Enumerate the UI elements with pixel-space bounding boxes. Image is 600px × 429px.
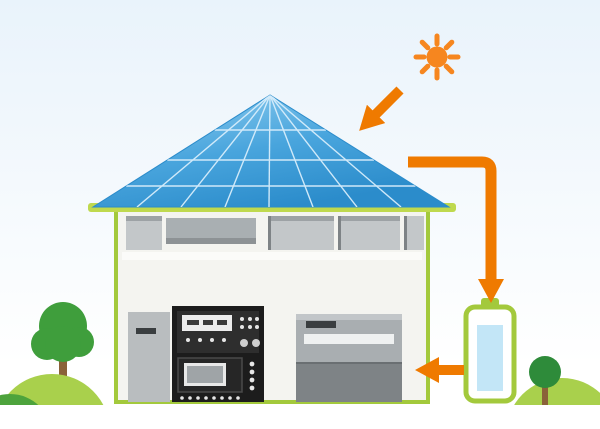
tree-canopy bbox=[529, 356, 561, 388]
energy-flow-arrows bbox=[359, 86, 504, 383]
sun-rays bbox=[413, 33, 461, 81]
knob bbox=[252, 339, 260, 347]
kitchen-appliances bbox=[128, 306, 402, 402]
cabinet-handle bbox=[136, 328, 156, 334]
control-buttons bbox=[186, 317, 259, 342]
tree-canopy bbox=[45, 326, 81, 362]
window bbox=[338, 216, 400, 250]
ground-strip bbox=[0, 405, 600, 429]
tree-trunk bbox=[542, 384, 548, 406]
battery-charge-level bbox=[477, 325, 503, 391]
window-frame bbox=[404, 216, 407, 250]
oven-side-buttons bbox=[249, 361, 255, 391]
solar-panel-grid bbox=[126, 95, 416, 207]
second-floor-windows bbox=[126, 216, 424, 250]
cabinet-body bbox=[128, 312, 170, 402]
dishwasher bbox=[296, 314, 402, 402]
dishwasher-top-edge bbox=[296, 314, 402, 320]
window-frame bbox=[268, 216, 271, 250]
sun-icon bbox=[413, 33, 461, 81]
tree-right bbox=[529, 356, 561, 406]
window-shade bbox=[268, 216, 334, 221]
dishwasher-handle bbox=[306, 321, 336, 328]
dishwasher-bottom bbox=[296, 364, 402, 402]
window bbox=[126, 216, 162, 250]
dishwasher-bar bbox=[304, 334, 394, 344]
solar-panel bbox=[91, 94, 451, 208]
range-oven-unit bbox=[172, 306, 264, 402]
bottom-buttons bbox=[180, 396, 240, 400]
dishwasher-divider bbox=[296, 362, 402, 364]
window-shade bbox=[126, 216, 162, 221]
window-frame bbox=[338, 216, 341, 250]
sun-core bbox=[426, 46, 448, 68]
window-shade bbox=[338, 216, 400, 221]
solar-panel-roof bbox=[88, 94, 456, 212]
floor-divider bbox=[122, 252, 422, 260]
range-hood-lip bbox=[166, 238, 256, 244]
house bbox=[114, 204, 430, 404]
window bbox=[404, 216, 424, 250]
arrow-sun-to-roof bbox=[359, 86, 404, 131]
storage-battery bbox=[463, 298, 517, 404]
knob bbox=[240, 339, 248, 347]
display-ticks bbox=[187, 320, 227, 325]
window bbox=[268, 216, 334, 250]
oven-window-inner bbox=[187, 366, 223, 383]
cabinet bbox=[128, 312, 170, 402]
arrow-roof-to-battery bbox=[408, 156, 504, 303]
